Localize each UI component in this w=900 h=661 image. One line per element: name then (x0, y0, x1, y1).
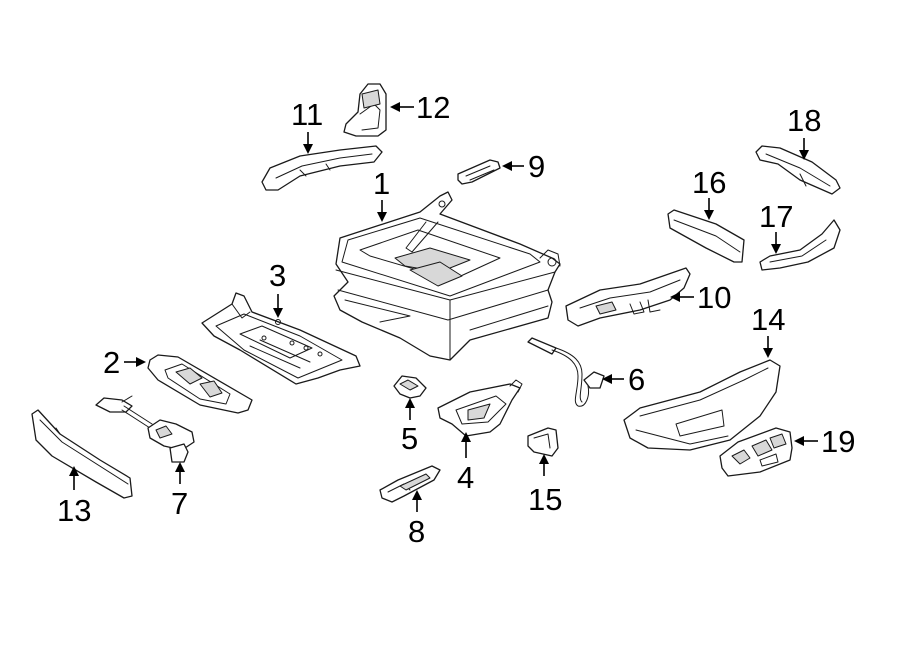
part-6-cable[interactable] (527, 337, 605, 407)
callout-number: 18 (787, 103, 821, 138)
callout-3: 3 (269, 258, 286, 318)
part-10-side-bracket[interactable] (565, 267, 691, 327)
callout-number: 14 (751, 302, 785, 337)
callout-9: 9 (502, 149, 545, 184)
callout-number: 7 (171, 486, 188, 521)
part-4-switch-bezel[interactable] (437, 379, 523, 437)
callout-number: 6 (628, 362, 645, 397)
callout-number: 12 (416, 90, 450, 125)
callout-4: 4 (457, 432, 474, 495)
part-8-trim-piece[interactable] (379, 465, 441, 503)
callout-number: 8 (408, 514, 425, 549)
callout-number: 3 (269, 258, 286, 293)
part-17-molding[interactable] (759, 219, 841, 271)
callout-number: 15 (528, 482, 562, 517)
part-13-trim-strip[interactable] (31, 409, 133, 499)
callout-number: 13 (57, 493, 91, 528)
callout-number: 5 (401, 421, 418, 456)
callout-number: 9 (528, 149, 545, 184)
callout-12: 12 (390, 90, 450, 125)
callout-16: 16 (692, 165, 726, 220)
callout-6: 6 (602, 362, 645, 397)
callout-10: 10 (670, 280, 731, 315)
callout-14: 14 (751, 302, 785, 358)
part-15-cover[interactable] (527, 427, 559, 457)
callout-18: 18 (787, 103, 821, 160)
callout-number: 4 (457, 460, 474, 495)
callout-17: 17 (759, 199, 793, 254)
part-11-side-trim[interactable] (261, 145, 383, 191)
callout-7: 7 (171, 462, 188, 521)
callout-number: 19 (821, 424, 855, 459)
part-5-knob[interactable] (393, 375, 427, 399)
part-16-trim-panel[interactable] (667, 209, 745, 263)
callout-19: 19 (794, 424, 855, 459)
callout-1: 1 (373, 166, 390, 222)
callout-15: 15 (528, 454, 562, 517)
part-18-handle-trim[interactable] (755, 145, 841, 195)
part-14-outer-shield[interactable] (623, 359, 781, 451)
callout-13: 13 (57, 466, 91, 528)
callout-number: 11 (291, 97, 323, 132)
part-1-seat-frame[interactable] (333, 191, 561, 361)
callout-number: 17 (759, 199, 793, 234)
callout-2: 2 (103, 345, 146, 380)
part-3-base-pan[interactable] (201, 292, 361, 385)
callout-number: 16 (692, 165, 726, 200)
callout-number: 1 (373, 166, 390, 201)
callout-11: 11 (291, 97, 323, 154)
callout-number: 10 (697, 280, 731, 315)
part-2-trim-cover[interactable] (147, 354, 253, 414)
callout-number: 2 (103, 345, 120, 380)
part-9-clip[interactable] (457, 159, 501, 185)
part-19-switch-pack[interactable] (719, 427, 793, 477)
callout-8: 8 (408, 490, 425, 549)
part-7-motor-harness[interactable] (95, 395, 195, 463)
part-12-guide-cover[interactable] (343, 83, 387, 137)
callout-5: 5 (401, 398, 418, 456)
